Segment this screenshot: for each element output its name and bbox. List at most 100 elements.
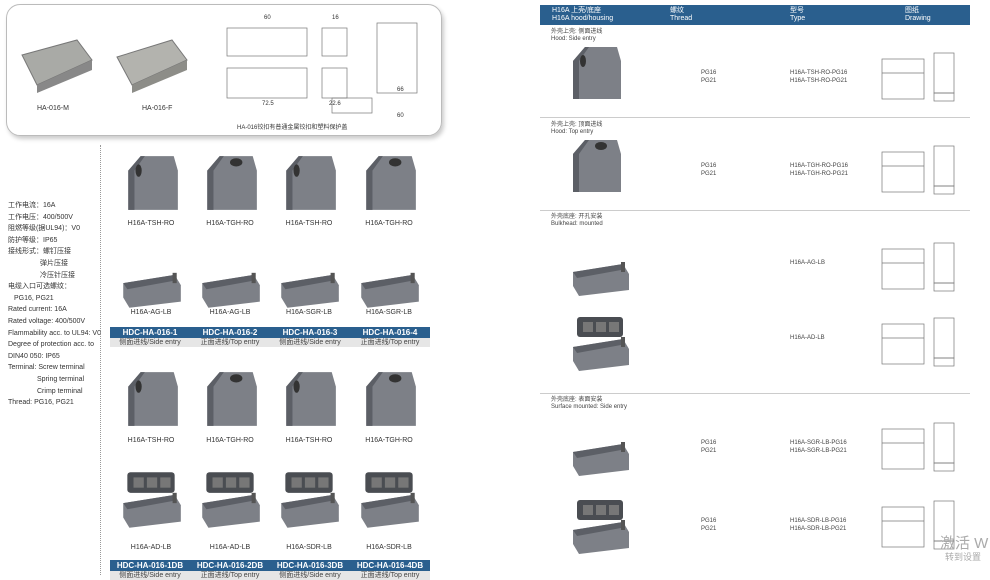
spec: 防护等级：IP65 xyxy=(8,236,58,244)
housing-image xyxy=(112,463,190,535)
section-title-en: Hood: Side entry xyxy=(551,36,596,42)
section-title-cn: 外壳上壳: 顶面进线 xyxy=(551,122,603,128)
watermark: 激活 W xyxy=(940,535,989,552)
product-label: H16A-AD-LB xyxy=(209,544,251,551)
insert-male-image xyxy=(21,39,93,93)
row-divider xyxy=(540,210,970,211)
entry-type: 正面进线/Top entry xyxy=(200,339,260,346)
insert-panel: HA-016-M HA-016-F 60 16 72.5 22.6 66 60 … xyxy=(6,4,442,136)
section-title-en: Hood: Top entry xyxy=(551,129,594,135)
spec: Flammability acc. to UL94: V0 xyxy=(8,329,101,337)
spec: Rated voltage: 400/500V xyxy=(8,317,86,325)
product-label: H16A-TGH-RO xyxy=(206,437,254,444)
product-label: H16A-AG-LB xyxy=(130,309,172,316)
thread: PG16 xyxy=(701,440,717,446)
row-divider xyxy=(540,393,970,394)
dim: 60 xyxy=(397,113,404,119)
thread: PG21 xyxy=(701,448,717,454)
entry-type: 侧面进线/Side entry xyxy=(119,339,181,346)
type: H16A-TGH-RO-PG16 xyxy=(790,163,849,169)
section-title-en: Bulkhead: mounted xyxy=(551,221,603,227)
part-number: HDC-HA-016-1DB xyxy=(116,561,184,570)
technical-drawing xyxy=(878,235,968,295)
housing-image xyxy=(565,413,635,483)
spec: 冷压针压接 xyxy=(40,271,75,279)
hood-image xyxy=(191,152,269,214)
spec: 工作电压：400/500V xyxy=(8,213,73,221)
type-cell: H16A-AD-LB xyxy=(790,334,825,342)
product-label: H16A-SDR-LB xyxy=(286,544,332,551)
part-number: HDC-HA-016-4DB xyxy=(356,561,424,570)
hood-image xyxy=(565,136,625,196)
dim: 66 xyxy=(397,87,404,93)
row-divider xyxy=(540,117,970,118)
col-header: Type xyxy=(790,15,806,22)
type: H16A-SDR-LB-PG21 xyxy=(790,526,847,532)
dimension-drawing xyxy=(226,22,418,114)
spec-list: 工作电流：16A 工作电压：400/500V 阻燃等级(据UL94)：V0 防护… xyxy=(8,200,101,409)
col-header: 型号 xyxy=(790,7,804,14)
type: H16A-SDR-LB-PG16 xyxy=(790,518,847,524)
housing-image xyxy=(191,248,269,310)
housing-image xyxy=(350,463,428,535)
spec: DIN40 050: IP65 xyxy=(8,352,60,360)
entry-type: 侧面进线/Side entry xyxy=(279,572,341,579)
hood-image xyxy=(350,368,428,430)
technical-drawing xyxy=(878,138,968,198)
type: H16A-TSH-RO-PG21 xyxy=(790,78,848,84)
hood-image xyxy=(112,152,190,214)
type: H16A-SGR-LB-PG21 xyxy=(790,448,847,454)
col-header: 螺纹 xyxy=(670,7,684,14)
part-number: HDC-HA-016-2DB xyxy=(196,561,264,570)
hood-image xyxy=(270,152,348,214)
hood-image xyxy=(270,368,348,430)
type: H16A-TSH-RO-PG16 xyxy=(790,70,848,76)
entry-type: 正面进线/Top entry xyxy=(360,572,420,579)
type: H16A-TGH-RO-PG21 xyxy=(790,171,849,177)
product-label: H16A-SDR-LB xyxy=(366,544,412,551)
spec: 接线形式：螺钉压接 xyxy=(8,248,71,256)
entry-type: 侧面进线/Side entry xyxy=(279,339,341,346)
spec: Degree of protection acc. to xyxy=(8,341,94,349)
product-label: HA-016-M xyxy=(37,105,69,112)
spec: Rated current: 16A xyxy=(8,306,67,314)
spec: Spring terminal xyxy=(37,375,85,383)
product-label: HA-016-F xyxy=(142,105,173,112)
part-number: HDC-HA-016-2 xyxy=(202,328,258,337)
product-label: H16A-TGH-RO xyxy=(206,220,254,227)
spec: 电缆入口可选螺纹： xyxy=(8,283,71,291)
col-header: H16A 上壳/底座 xyxy=(552,7,602,14)
col-header: Drawing xyxy=(905,15,931,22)
type: H16A-AD-LB xyxy=(790,335,825,341)
technical-drawing xyxy=(878,45,968,105)
product-label: H16A-SGR-LB xyxy=(286,309,332,316)
entry-type: 侧面进线/Side entry xyxy=(119,572,181,579)
section-title-cn: 外壳底座: 开孔安装 xyxy=(551,214,603,220)
thread: PG16 xyxy=(701,70,717,76)
spec: Thread: PG16, PG21 xyxy=(8,399,74,407)
part-number: HDC-HA-016-1 xyxy=(122,328,178,337)
section-title-en: Surface mounted: Side entry xyxy=(551,404,628,410)
dim: 72.5 xyxy=(262,101,274,107)
thread: PG16 xyxy=(701,163,717,169)
housing-image xyxy=(565,308,635,378)
product-label: H16A-TGH-RO xyxy=(365,220,413,227)
housing-image xyxy=(191,463,269,535)
hood-image xyxy=(112,368,190,430)
technical-drawing xyxy=(878,310,968,370)
insert-female-image xyxy=(116,39,188,93)
hood-image xyxy=(191,368,269,430)
col-header: H16A hood/housing xyxy=(552,15,614,22)
product-label: H16A-TSH-RO xyxy=(285,437,333,444)
watermark: 转到设置 xyxy=(945,552,982,562)
type: H16A-AG-LB xyxy=(790,260,826,266)
product-label: H16A-AD-LB xyxy=(130,544,172,551)
